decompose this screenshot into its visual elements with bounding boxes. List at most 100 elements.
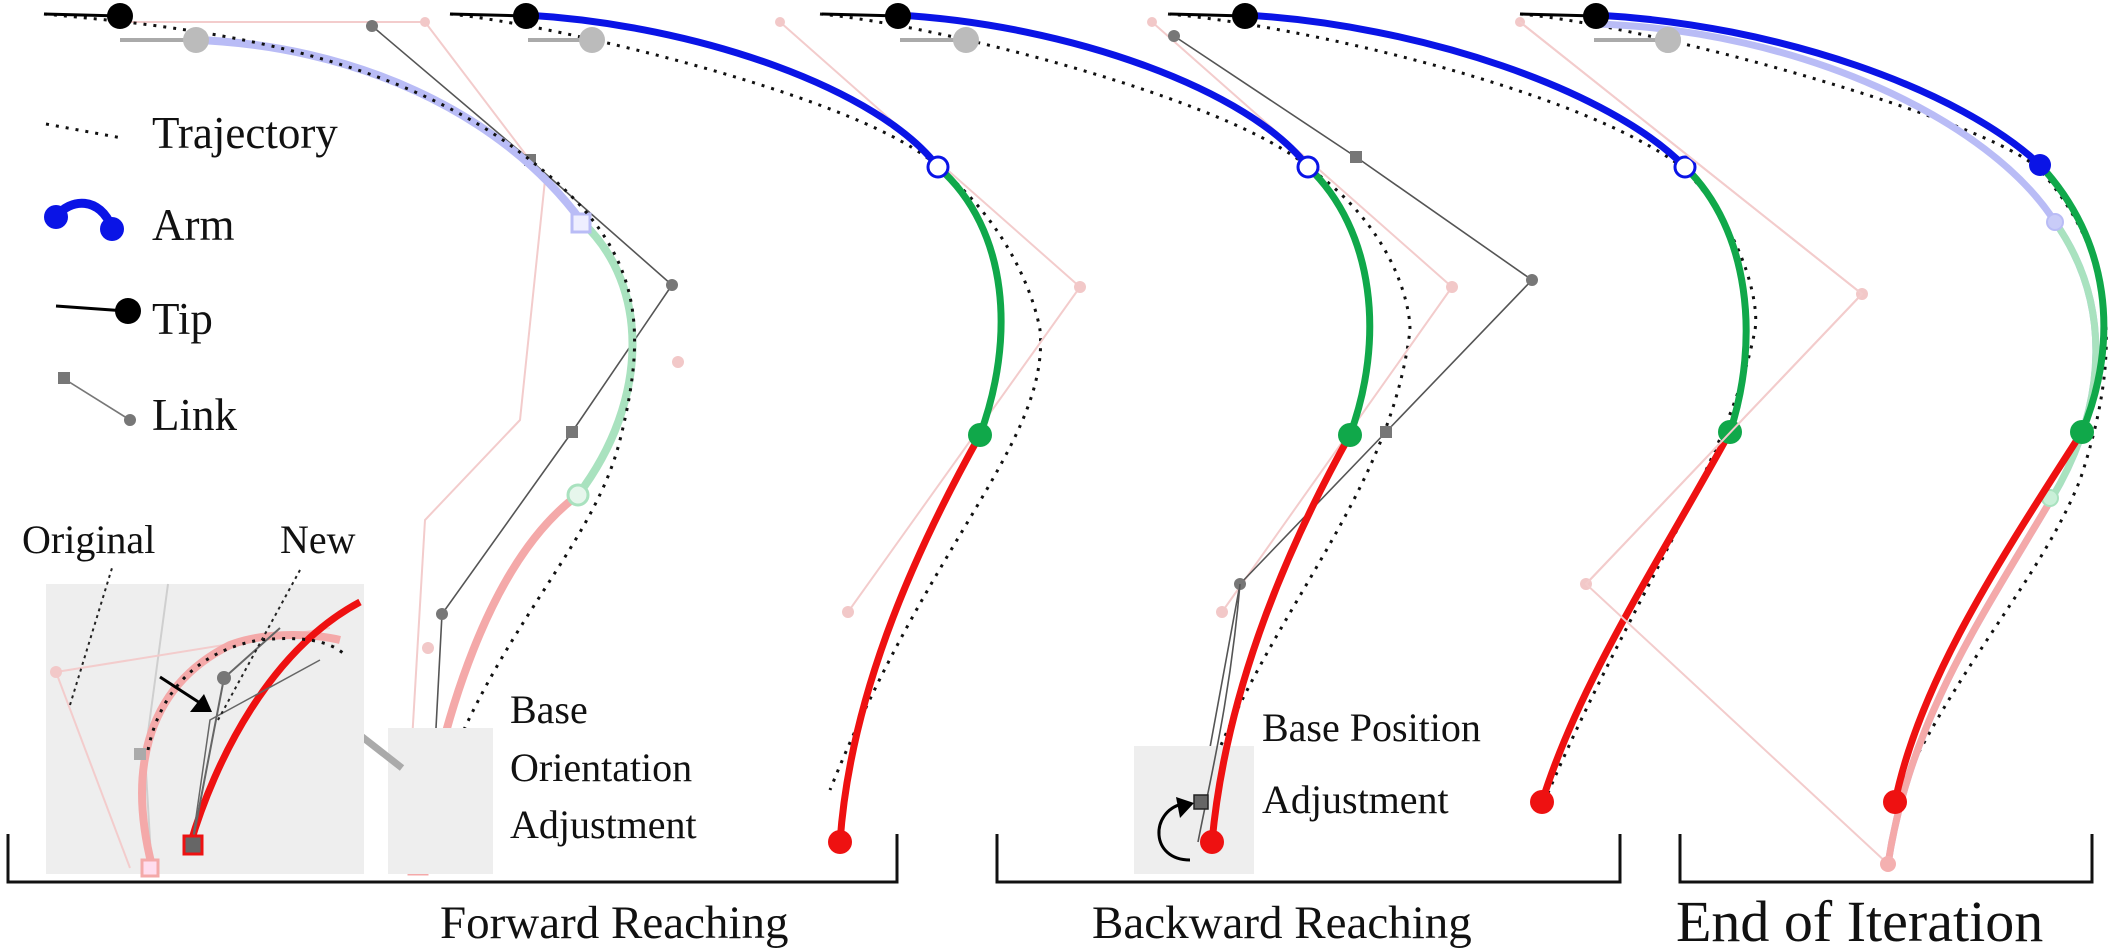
inset-faded-dot (50, 666, 62, 678)
link-joint-dot (666, 279, 678, 291)
legend: Trajectory Arm Tip Link (44, 108, 338, 440)
base-position-label-1: Base Position (1262, 705, 1481, 750)
inset-orig-base (140, 858, 160, 878)
panel-2 (449, 3, 1086, 854)
arm-section-red (836, 433, 984, 843)
link-joint-dot (1526, 274, 1538, 286)
inset-original-label: Original (22, 517, 155, 562)
faded-link-chain (1519, 21, 1889, 865)
backward-bracket (995, 834, 1622, 884)
arm-section-green (1305, 164, 1374, 437)
link-joint-dot (1168, 30, 1180, 42)
arm-section-blue (1244, 11, 1688, 170)
joint-blue-open (926, 155, 950, 179)
panel-1 (43, 3, 684, 878)
faded-arm-section-green (2048, 219, 2100, 500)
faded-joint-blue (2046, 213, 2064, 231)
link-joint-dot (366, 20, 378, 32)
inset-new-base (182, 834, 204, 856)
link-joint-square (1380, 426, 1392, 438)
faded-joint-dot (842, 606, 854, 618)
base-orientation-label-3: Adjustment (510, 802, 697, 847)
legend-trajectory-symbol (45, 122, 123, 140)
legend-tip-label: Tip (152, 294, 213, 344)
inset-original-arm (138, 631, 341, 867)
target-marker (953, 27, 979, 53)
legend-link-square (58, 372, 70, 384)
inset-trajectory (146, 637, 347, 751)
panel-5 (1519, 3, 2108, 872)
forward-bracket (6, 834, 899, 884)
link-chain (1173, 35, 1534, 803)
link-chain (1197, 583, 1241, 843)
trajectory-path (43, 12, 637, 861)
legend-arm-dot (100, 217, 124, 241)
end-of-iteration-label: End of Iteration (1676, 889, 2043, 950)
arm-section-blue (1595, 11, 2043, 168)
faded-base (1880, 856, 1896, 872)
base-position-box (1134, 746, 1254, 874)
faded-joint-dot (1446, 281, 1458, 293)
tip-marker (1583, 3, 1609, 29)
joint-blue-open (1296, 155, 1320, 179)
joint-green (968, 423, 992, 447)
base-red (1530, 790, 1554, 814)
base-orientation-label-2: Orientation (510, 745, 692, 790)
arm-section-blue (525, 11, 941, 170)
trajectory-path (1167, 12, 1758, 801)
tip-marker (107, 3, 133, 29)
inset-arrow (159, 675, 201, 705)
inset-link (191, 659, 321, 846)
legend-arm-dot (44, 205, 68, 229)
tip-marker (513, 3, 539, 29)
arm-section-green (1682, 164, 1750, 434)
legend-arm-label: Arm (152, 200, 235, 250)
joint-blue-open (1673, 155, 1697, 179)
faded-joint-dot (1216, 606, 1228, 618)
end-bracket (1678, 834, 2094, 884)
joint-green (1338, 423, 1362, 447)
panel-3 (819, 3, 1538, 874)
faded-joint-dot (775, 17, 785, 27)
inset-arrow-head (190, 694, 212, 712)
forward-reaching-label: Forward Reaching (440, 897, 788, 949)
trajectory-path (819, 12, 1412, 801)
base-red (1883, 790, 1907, 814)
legend-trajectory-label: Trajectory (152, 108, 338, 158)
base-red (1200, 830, 1224, 854)
inset-new-arm (186, 598, 362, 846)
curved-arrow (1157, 802, 1191, 862)
base-position-label-2: Adjustment (1262, 777, 1449, 822)
faded-joint-dot (672, 356, 684, 368)
joint-green (2070, 420, 2094, 444)
arm-section-red (1891, 430, 2085, 803)
link-chain (371, 25, 674, 843)
inset-link-square (134, 748, 146, 760)
faded-joint-dot (420, 17, 430, 27)
base-red (828, 830, 852, 854)
link-joint-square (1350, 151, 1362, 163)
tip-marker (885, 3, 911, 29)
inset (46, 567, 364, 878)
trajectory-path (1519, 12, 2108, 801)
inset-link-dot (217, 671, 231, 685)
new-leader (217, 569, 301, 721)
legend-link-label: Link (152, 390, 237, 440)
legend-tip-dot (115, 298, 141, 324)
inset-faded-link (55, 671, 131, 869)
link-joint-dot (436, 608, 448, 620)
panel-4 (1167, 3, 1868, 814)
legend-link-dot (124, 414, 136, 426)
arm-section-red (1208, 433, 1354, 843)
legend-tip-symbol (55, 304, 127, 313)
faded-joint-dot (422, 642, 434, 654)
faded-arm-section-red (1884, 496, 2056, 865)
faded-joint-dot (1147, 17, 1157, 27)
legend-link-symbol (65, 379, 131, 421)
faded-arm-section-green (574, 219, 637, 498)
link-joint-square (566, 426, 578, 438)
arm-section-green (2037, 162, 2108, 434)
arm-section-blue (897, 11, 1311, 170)
faded-joint-green (566, 483, 590, 507)
